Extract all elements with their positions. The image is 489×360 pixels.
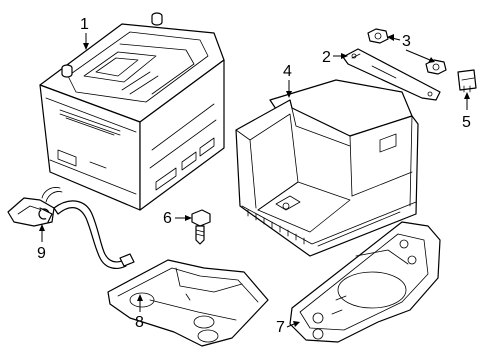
callout-label-5: 5 bbox=[462, 114, 471, 131]
callout-label-2: 2 bbox=[322, 49, 331, 66]
callout-1: 1 bbox=[80, 16, 89, 50]
callout-label-9: 9 bbox=[37, 245, 46, 262]
callout-label-6: 6 bbox=[163, 210, 172, 227]
callout-4: 4 bbox=[283, 63, 292, 98]
callout-5: 5 bbox=[462, 92, 471, 131]
nut-lower bbox=[425, 59, 447, 75]
support-bracket bbox=[107, 259, 269, 347]
callout-6: 6 bbox=[163, 210, 192, 227]
callout-label-7: 7 bbox=[276, 319, 285, 336]
nut-upper bbox=[367, 28, 389, 44]
tray-support bbox=[289, 221, 441, 343]
battery-tray bbox=[235, 79, 419, 257]
callout-3: 3 bbox=[387, 33, 435, 63]
bolt bbox=[191, 209, 211, 245]
battery bbox=[39, 12, 225, 211]
callout-label-8: 8 bbox=[135, 314, 144, 331]
callout-label-3: 3 bbox=[402, 33, 411, 50]
callout-2: 2 bbox=[322, 49, 348, 66]
negative-cable bbox=[7, 187, 135, 269]
callout-label-1: 1 bbox=[80, 16, 89, 33]
callout-8: 8 bbox=[135, 294, 144, 331]
callout-label-4: 4 bbox=[283, 63, 292, 80]
callout-9: 9 bbox=[37, 224, 46, 262]
clip bbox=[457, 69, 477, 93]
callout-7: 7 bbox=[276, 319, 300, 336]
hold-down-bracket bbox=[342, 48, 441, 101]
